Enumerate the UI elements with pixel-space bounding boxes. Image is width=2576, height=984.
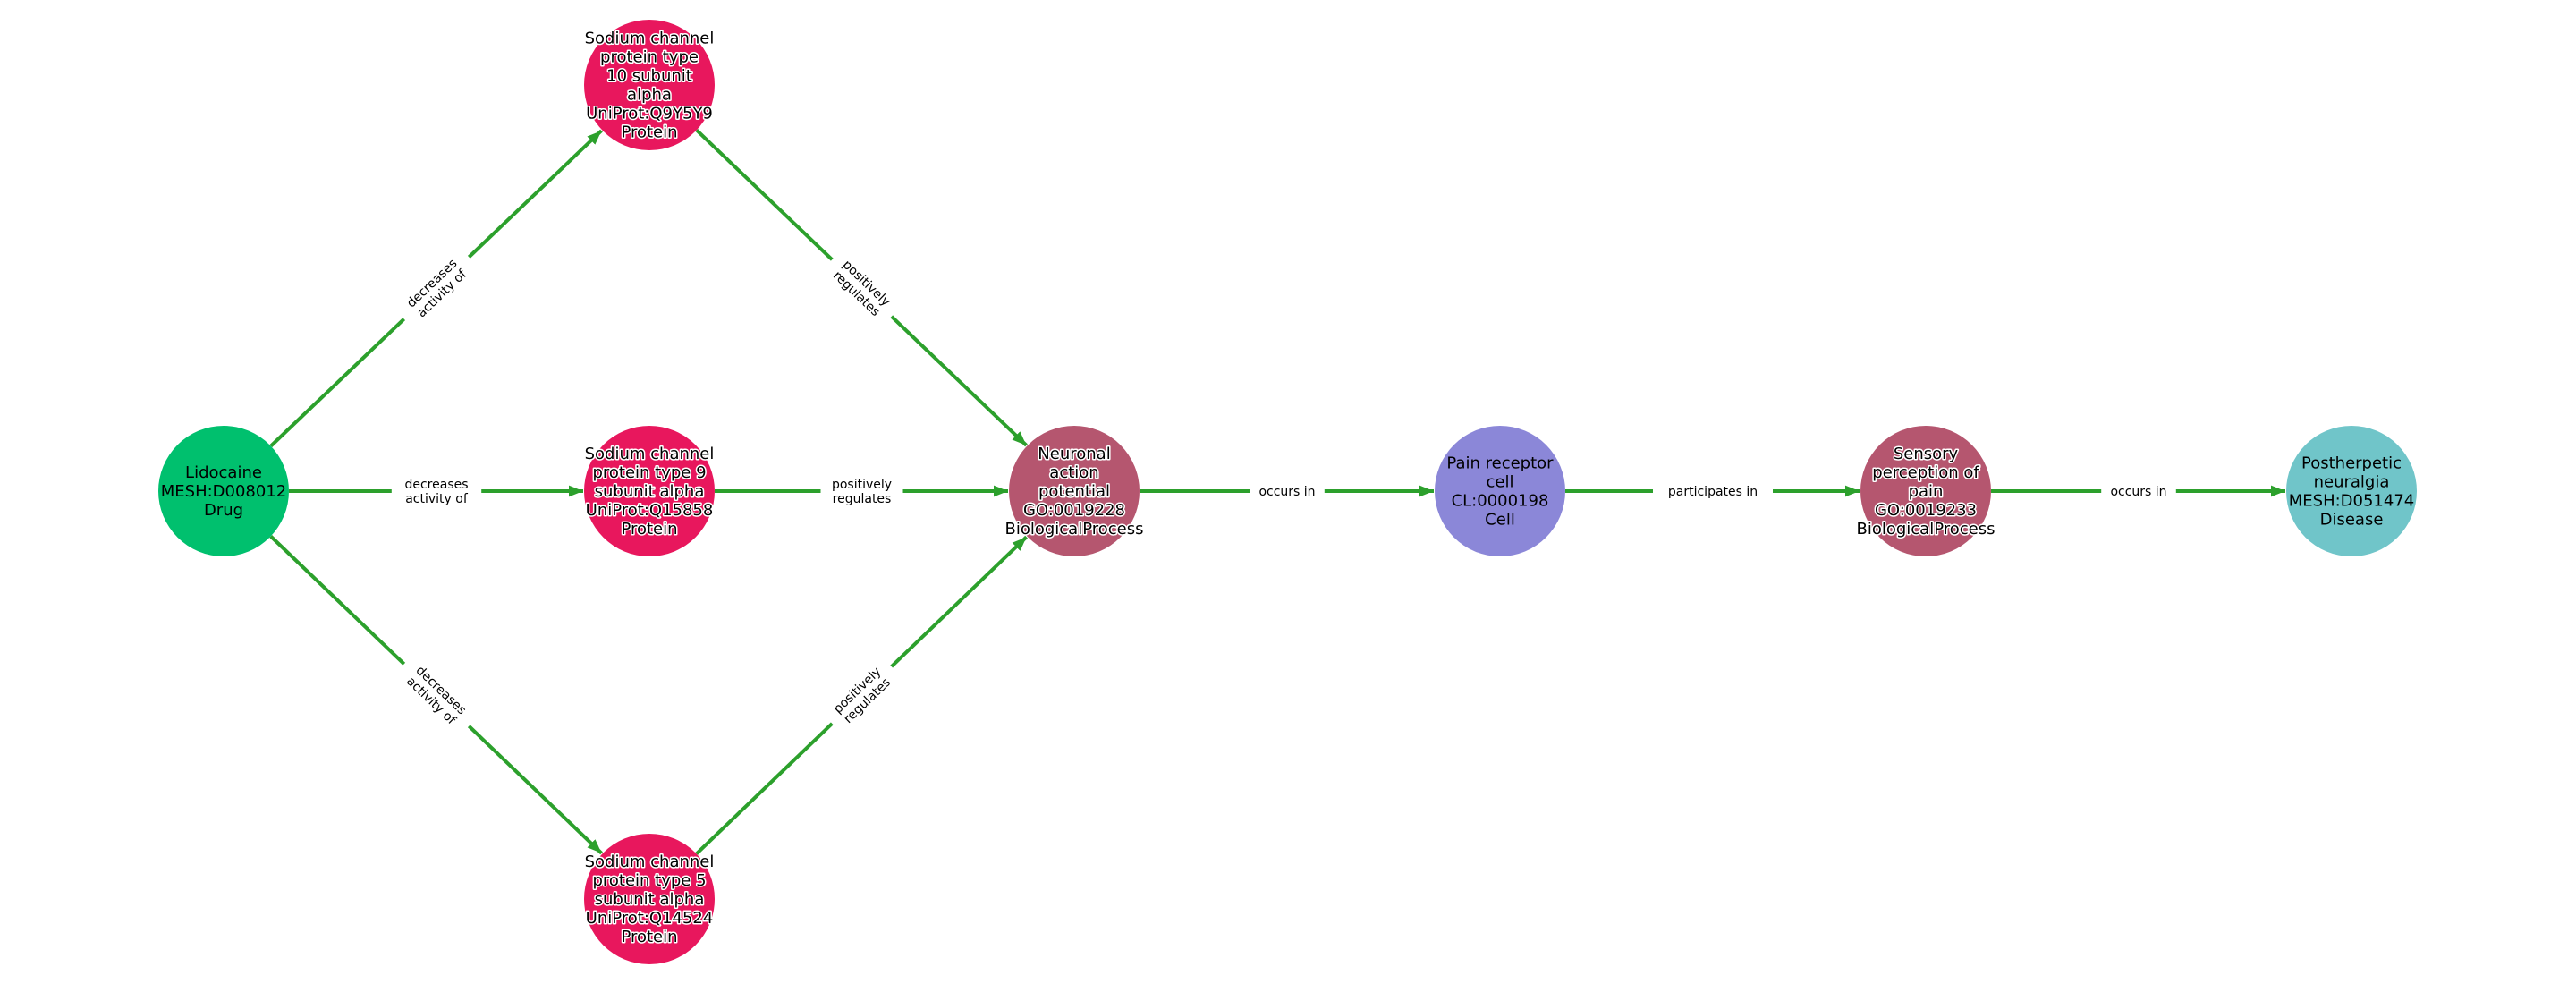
edge-label-background xyxy=(820,655,903,735)
node-label: UniProt:Q15858 xyxy=(586,501,714,520)
edge-label-text: occurs in xyxy=(2110,485,2166,499)
edge-label-text: occurs in xyxy=(1258,485,1315,499)
node-label: protein type 9 xyxy=(592,463,706,482)
node-label: Lidocaine xyxy=(185,463,262,482)
node-label: subunit alpha xyxy=(595,890,705,909)
node-neuronal[interactable]: NeuronalactionpotentialGO:0019228Biologi… xyxy=(1004,426,1145,556)
edge-label: participates in xyxy=(1653,482,1773,500)
node-label: neuralgia xyxy=(2314,473,2390,492)
node-label: Sodium channel xyxy=(585,445,715,463)
node-label: Drug xyxy=(204,501,243,520)
node-circle[interactable] xyxy=(584,426,715,556)
edge-label-background xyxy=(393,652,480,738)
node-label: Sensory xyxy=(1894,445,1959,463)
node-label: MESH:D051474 xyxy=(2289,492,2415,511)
node-label: 10 subunit xyxy=(606,67,692,86)
edge-label-text: regulates xyxy=(833,492,892,506)
node-label: Neuronal xyxy=(1038,445,1110,463)
node-label: action xyxy=(1049,463,1098,482)
edge-label-text: positively xyxy=(832,478,892,492)
node-label: Protein xyxy=(621,520,677,539)
node-label: GO:0019233 xyxy=(1875,501,1977,520)
node-label: alpha xyxy=(627,86,672,105)
node-label: Protein xyxy=(621,928,677,946)
node-label: Pain receptor xyxy=(1446,454,1554,473)
node-label: Postherpetic xyxy=(2301,454,2402,473)
node-label: UniProt:Q14524 xyxy=(586,909,714,928)
edge-label-background xyxy=(391,475,482,507)
edge-label-background xyxy=(393,245,480,331)
edge-label: occurs in xyxy=(2101,482,2176,500)
node-label: GO:0019228 xyxy=(1023,501,1125,520)
node-label: Sodium channel xyxy=(585,853,715,871)
node-label: pain xyxy=(1909,482,1944,501)
node-label: Disease xyxy=(2320,511,2384,530)
edge-label-background xyxy=(820,475,903,507)
node-label: BiologicalProcess xyxy=(1004,520,1143,539)
edge-label-background xyxy=(1653,482,1773,500)
node-label: cell xyxy=(1487,473,1514,492)
node-label: potential xyxy=(1038,482,1110,501)
node-circle[interactable] xyxy=(1435,426,1565,556)
node-label: perception of xyxy=(1872,463,1979,482)
node-label: BiologicalProcess xyxy=(1856,520,1995,539)
node-label: Protein xyxy=(621,123,677,142)
node-circle[interactable] xyxy=(1009,426,1140,556)
node-label: Cell xyxy=(1485,511,1515,530)
node-label: UniProt:Q9Y5Y9 xyxy=(586,105,713,123)
node-circle[interactable] xyxy=(584,20,715,150)
edge-label: occurs in xyxy=(1250,482,1325,500)
edge-label-text: decreases xyxy=(404,478,468,492)
node-label: CL:0000198 xyxy=(1452,492,1549,511)
node-circle[interactable] xyxy=(584,834,715,964)
node-label: MESH:D008012 xyxy=(161,482,287,501)
edge-label-background xyxy=(820,248,903,328)
node-label: Sodium channel xyxy=(585,30,715,48)
edge-label-background xyxy=(2101,482,2176,500)
edge-label-text: participates in xyxy=(1668,485,1758,499)
node-circle[interactable] xyxy=(1860,426,1991,556)
edge-label-background xyxy=(1250,482,1325,500)
node-label: protein type 5 xyxy=(592,871,706,890)
node-label: subunit alpha xyxy=(595,482,705,501)
node-circle[interactable] xyxy=(158,426,289,556)
node-label: protein type xyxy=(600,48,699,67)
edge-label-text: activity of xyxy=(405,492,469,506)
node-circle[interactable] xyxy=(2286,426,2417,556)
